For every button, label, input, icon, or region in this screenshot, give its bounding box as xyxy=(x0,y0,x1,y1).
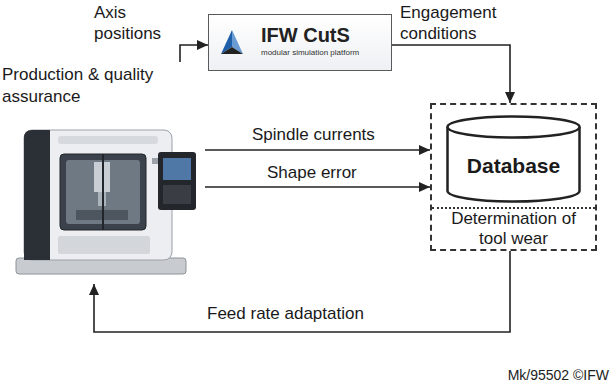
machine-illustration xyxy=(2,118,202,283)
edge-label: Shape error xyxy=(265,162,389,183)
dotted-separator xyxy=(432,207,595,209)
connector-arrow xyxy=(392,45,515,103)
edge-label: Feed rate adaptation xyxy=(205,303,399,324)
machine-node: Production & quality assurance xyxy=(2,62,205,284)
software-name: IFW CutS xyxy=(261,23,359,47)
edge-label: Spindle currents xyxy=(250,124,404,145)
watermark: Mk/95502 ©IFW xyxy=(508,366,609,384)
database-cylinder: Database xyxy=(446,115,581,203)
software-box: IFW CutSmodular simulation platform xyxy=(208,14,392,71)
software-logo xyxy=(217,28,247,58)
node-heading: Production & quality assurance xyxy=(2,64,172,108)
software-text: IFW CutSmodular simulation platform xyxy=(261,23,359,58)
connector-arrow xyxy=(205,182,430,192)
database-group: Determination of tool wear Database xyxy=(430,103,597,251)
connector-arrow xyxy=(205,145,430,155)
node-text: Database xyxy=(446,153,581,179)
node-text: Determination of tool wear xyxy=(436,209,591,249)
edge-label: Engagement conditions xyxy=(398,2,532,44)
edge-label: Axis positions xyxy=(92,2,188,44)
software-subtitle: modular simulation platform xyxy=(261,47,359,58)
